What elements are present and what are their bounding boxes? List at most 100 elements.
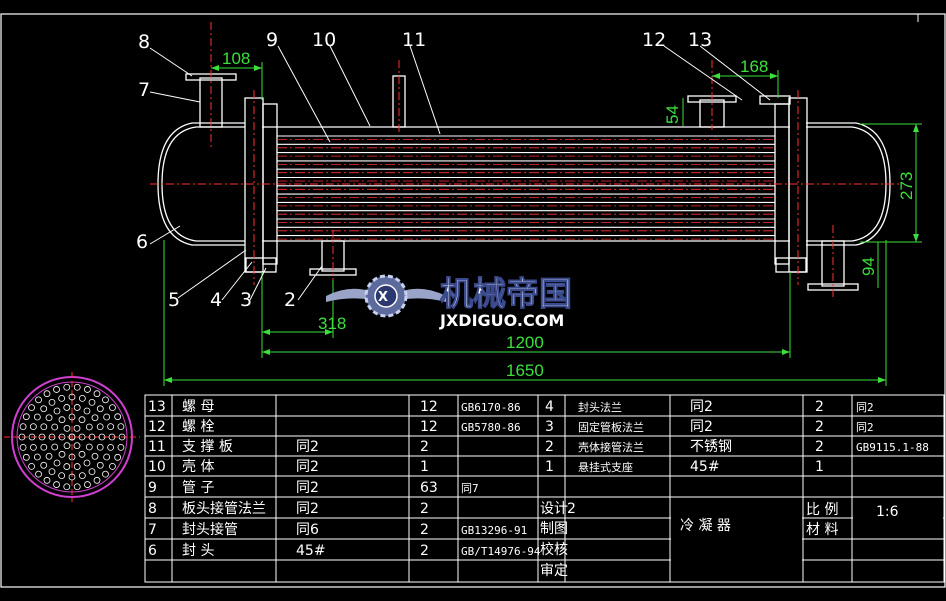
tube-hole: [68, 413, 76, 421]
tube-hole: [73, 483, 81, 491]
callout-3: 3: [240, 289, 252, 311]
role-approval: 审定: [540, 563, 568, 579]
leader-7: [149, 91, 201, 103]
part-standard: GB/T14976-94: [461, 545, 541, 558]
flange-stub-left: [245, 257, 277, 273]
tube-hole: [40, 443, 48, 451]
tube-hole: [22, 453, 30, 461]
part-name: 壳体接管法兰: [578, 440, 644, 454]
tube-hole: [22, 413, 30, 421]
part-quantity: 2: [815, 419, 824, 435]
tube-hole: [93, 476, 101, 484]
leader-3: [249, 267, 267, 301]
part-material: 同2: [690, 419, 713, 435]
part-number: 12: [148, 419, 166, 435]
tube-hole: [28, 404, 35, 412]
tube-hole: [91, 414, 99, 422]
role-drafting: 制图: [540, 521, 568, 537]
table-border: [144, 394, 945, 583]
tube-bundle: [277, 135, 775, 240]
tube-hole: [63, 463, 71, 470]
dim-1650: 1650: [506, 361, 544, 380]
part-standard: GB6170-86: [461, 401, 521, 414]
condenser-elevation-view: [157, 73, 891, 291]
tube-hole: [68, 453, 76, 461]
part-name: 支 撑 板: [182, 439, 233, 455]
part-number: 4: [545, 399, 554, 415]
scale-cell-bg: [853, 498, 943, 538]
callout-6: 6: [136, 231, 148, 253]
arrow: [782, 349, 790, 355]
tube-hole: [58, 394, 66, 402]
tube-hole: [102, 396, 109, 404]
tube-hole: [73, 463, 81, 470]
role-design: 设计: [540, 501, 568, 517]
tube-hole: [58, 416, 66, 424]
tube-layout-section: [4, 372, 140, 502]
tube-hole: [28, 433, 36, 441]
tube-hole: [33, 413, 41, 421]
tube-hole: [78, 416, 86, 424]
drawing-frame: [0, 13, 946, 588]
tube-hole: [117, 423, 125, 431]
part-number: 6: [148, 543, 157, 559]
tube-hole: [103, 413, 111, 421]
tube-hole: [48, 398, 56, 406]
part-name: 壳 体: [182, 458, 214, 475]
part-quantity: 1: [420, 459, 429, 475]
tube-hole: [58, 472, 66, 480]
tube-hole: [53, 459, 61, 467]
dimension-arrows: [164, 65, 919, 383]
part-standard: 同2: [856, 401, 874, 414]
parts-table-grid: [144, 394, 945, 583]
watermark-title: 机械帝国: [440, 274, 572, 313]
tube-hole: [18, 433, 26, 441]
leader-6: [149, 225, 181, 245]
callout-13: 13: [688, 29, 712, 51]
part-material: 不锈钢: [690, 439, 732, 455]
dim-108: 108: [222, 49, 250, 68]
tube-hole: [117, 443, 125, 451]
svg-text:X: X: [378, 290, 388, 305]
leader-lines: [149, 45, 771, 301]
arrow: [211, 65, 219, 71]
part-name: 封头接管: [182, 521, 238, 538]
leader-4: [221, 261, 253, 301]
part-number: 8: [148, 501, 157, 517]
callout-11: 11: [402, 29, 426, 51]
callout-10: 10: [312, 29, 336, 51]
callout-7: 7: [138, 79, 150, 101]
tube-hole: [83, 459, 91, 467]
callout-4: 4: [210, 289, 222, 311]
leader-5: [177, 249, 247, 299]
tube-hole: [84, 386, 91, 393]
part-name: 固定管板法兰: [578, 420, 644, 434]
center-lines: [150, 22, 900, 300]
tube-hole: [102, 470, 109, 478]
tube-hole: [73, 442, 81, 450]
leader-13: [699, 45, 771, 101]
callout-12: 12: [642, 29, 666, 51]
tube-hole: [38, 433, 46, 441]
tube-hole: [107, 443, 115, 451]
tube-hole: [91, 452, 99, 460]
part-number: 10: [148, 459, 166, 475]
role-checking: 校核: [540, 541, 568, 558]
part-material: 同2: [296, 501, 319, 517]
tube-hole: [78, 450, 86, 458]
arrow: [913, 234, 919, 242]
scale-value: 1:6: [876, 504, 899, 520]
tube-hole: [35, 470, 42, 478]
tube-hole: [51, 423, 59, 431]
arrow: [262, 329, 270, 335]
leader-2: [297, 265, 323, 301]
tube-hole: [40, 405, 48, 413]
tube-hole: [96, 461, 104, 469]
tube-hole: [43, 390, 51, 398]
tube-hole: [88, 468, 96, 476]
tube-holes: [18, 383, 126, 491]
tube-hole: [35, 396, 42, 404]
part-number: 11: [148, 439, 166, 455]
tube-hole: [85, 443, 93, 451]
leader-12: [663, 45, 743, 101]
